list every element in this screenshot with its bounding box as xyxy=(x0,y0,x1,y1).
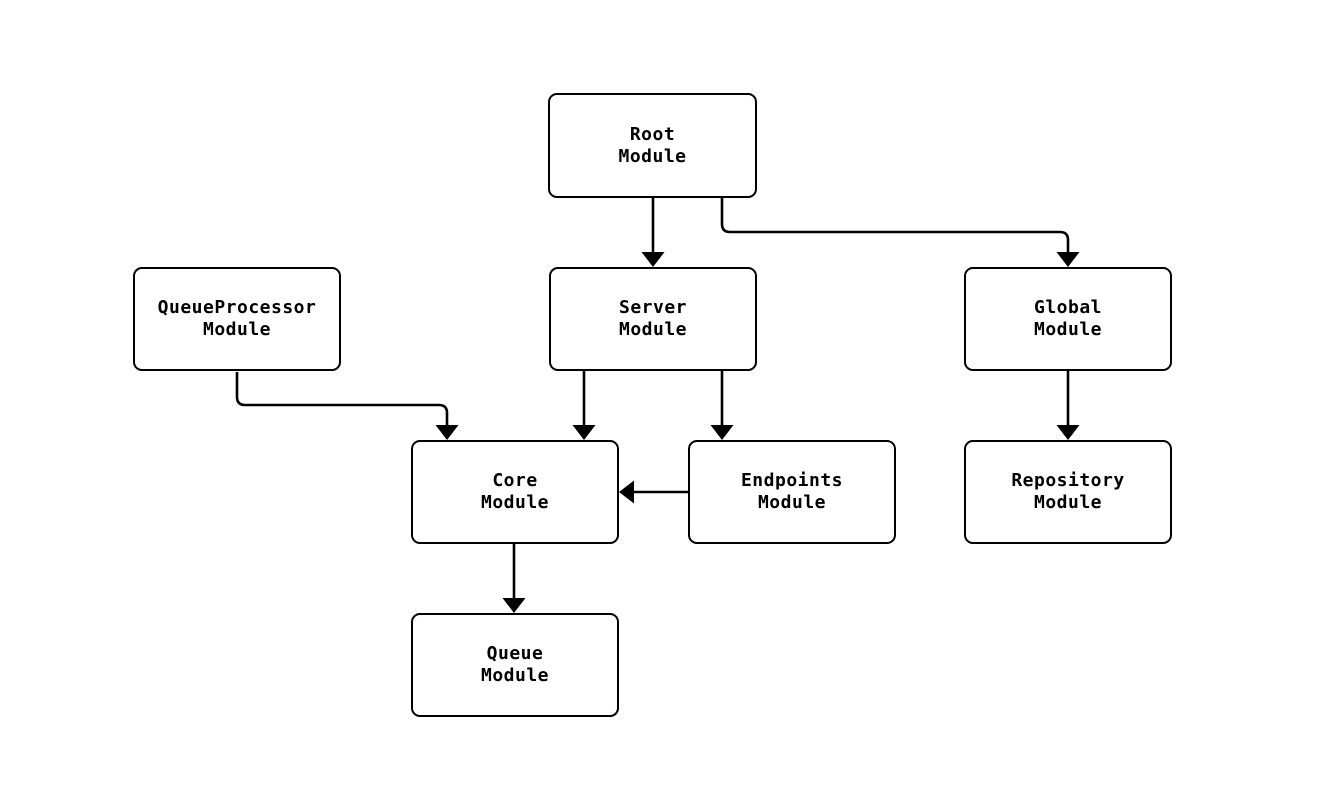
edge-global-to-repository xyxy=(1056,371,1080,440)
edge-root-to-server xyxy=(641,198,665,267)
node-endpoints-module: Endpoints Module xyxy=(688,440,896,544)
node-queueprocessor-module: QueueProcessor Module xyxy=(133,267,341,371)
edge-server-to-endpoints xyxy=(710,371,734,440)
node-root-module: Root Module xyxy=(548,93,757,198)
node-server-module: Server Module xyxy=(549,267,757,371)
edge-line xyxy=(235,372,449,426)
node-repository-module-label: Repository Module xyxy=(1011,470,1125,513)
node-queue-module-label: Queue Module xyxy=(480,643,550,686)
arrowhead-icon xyxy=(641,252,665,267)
arrowhead-icon xyxy=(619,480,634,504)
arrowhead-icon xyxy=(1056,425,1080,440)
node-queue-module: Queue Module xyxy=(411,613,619,717)
node-queueprocessor-module-label: QueueProcessor Module xyxy=(157,297,317,340)
node-core-module-label: Core Module xyxy=(480,470,550,513)
arrowhead-icon xyxy=(572,425,596,440)
edge-core-to-queue xyxy=(502,544,526,613)
node-global-module: Global Module xyxy=(964,267,1172,371)
arrowhead-icon xyxy=(1056,252,1080,267)
node-global-module-label: Global Module xyxy=(1033,297,1103,340)
arrowhead-icon xyxy=(435,425,459,440)
edge-endpoints-to-core xyxy=(619,480,688,504)
node-core-module: Core Module xyxy=(411,440,619,544)
node-repository-module: Repository Module xyxy=(964,440,1172,544)
node-root-module-label: Root Module xyxy=(618,123,687,167)
edge-root-to-global xyxy=(720,198,1080,267)
edge-queueprocessor-to-core xyxy=(235,372,459,440)
node-server-module-label: Server Module xyxy=(618,297,688,340)
edge-server-to-core xyxy=(572,371,596,440)
arrowhead-icon xyxy=(502,598,526,613)
arrowhead-icon xyxy=(710,425,734,440)
node-endpoints-module-label: Endpoints Module xyxy=(740,470,844,513)
edge-line xyxy=(720,198,1070,253)
